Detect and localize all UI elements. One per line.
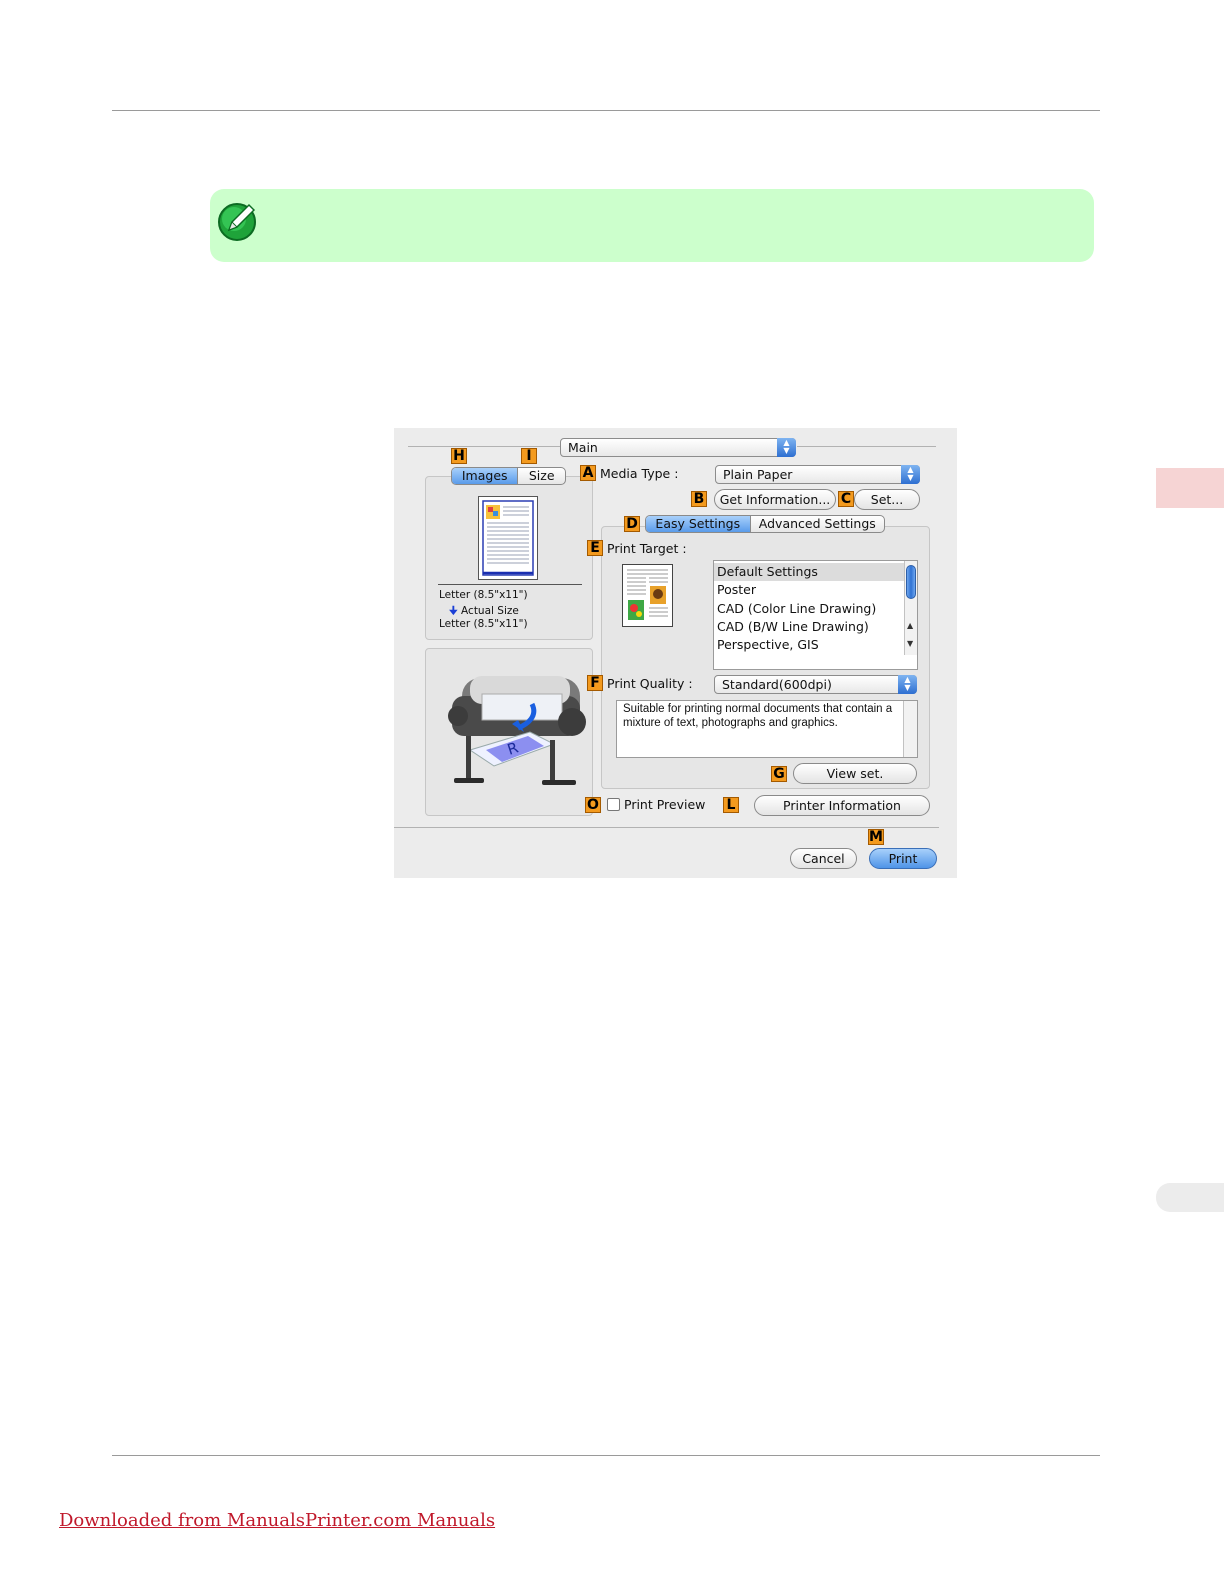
page-thumbnail	[478, 496, 538, 580]
badge-f: F	[587, 675, 603, 691]
print-button[interactable]: Print	[869, 848, 937, 869]
pencil-note-icon	[218, 203, 256, 241]
print-target-item[interactable]: CAD (B/W Line Drawing)	[717, 619, 869, 634]
index-tab	[1156, 1183, 1224, 1212]
badge-l: L	[723, 797, 739, 813]
source-size-label: Letter (8.5"x11")	[439, 589, 528, 601]
down-arrow-icon: 🠋	[449, 605, 458, 617]
view-set-button[interactable]: View set.	[793, 763, 917, 784]
scroll-down-icon[interactable]: ▼	[907, 639, 914, 648]
print-preview-label: Print Preview	[624, 797, 706, 812]
main-popup[interactable]: Main ▲▼	[560, 438, 796, 457]
settings-tabs: Easy Settings Advanced Settings	[645, 515, 885, 533]
media-type-value: Plain Paper	[723, 467, 793, 482]
print-target-item[interactable]: Poster	[717, 582, 756, 597]
badge-d: D	[624, 516, 640, 532]
badge-i: I	[521, 448, 537, 464]
badge-h: H	[451, 448, 467, 464]
chapter-tab	[1156, 468, 1224, 508]
print-quality-description: Suitable for printing normal documents t…	[623, 703, 893, 729]
popup-arrows-icon: ▲▼	[777, 438, 796, 457]
download-source-link[interactable]: Downloaded from ManualsPrinter.com Manua…	[59, 1510, 496, 1531]
print-target-label: Print Target :	[607, 541, 687, 556]
print-quality-popup[interactable]: Standard(600dpi) ▲▼	[714, 675, 917, 694]
scroll-thumb[interactable]	[906, 565, 916, 599]
note-box	[210, 189, 1094, 262]
print-target-item[interactable]: CAD (Color Line Drawing)	[717, 601, 877, 616]
target-size-label: Letter (8.5"x11")	[439, 618, 528, 630]
badge-a: A	[580, 465, 596, 481]
badge-o: O	[585, 797, 601, 813]
badge-g: G	[771, 766, 787, 782]
print-target-preview-icon	[622, 564, 673, 627]
print-quality-label: Print Quality :	[607, 676, 693, 691]
media-type-label: Media Type :	[600, 466, 679, 481]
preview-divider	[438, 584, 582, 585]
description-scrollbar[interactable]	[903, 701, 917, 757]
cancel-button[interactable]: Cancel	[790, 848, 857, 869]
top-divider	[797, 446, 936, 447]
media-type-popup[interactable]: Plain Paper ▲▼	[715, 465, 920, 484]
printer-information-button[interactable]: Printer Information	[754, 795, 930, 816]
footer-rule	[112, 1455, 1100, 1456]
print-quality-value: Standard(600dpi)	[722, 677, 832, 692]
badge-m: M	[868, 829, 884, 845]
header-rule	[112, 110, 1100, 111]
main-popup-value: Main	[568, 440, 598, 455]
print-quality-description-box: Suitable for printing normal documents t…	[616, 700, 918, 758]
printer-illustration-icon: R	[448, 676, 586, 785]
print-preview-checkbox[interactable]	[607, 798, 620, 811]
badge-e: E	[587, 540, 603, 556]
tab-advanced-settings[interactable]: Advanced Settings	[749, 516, 884, 532]
document-preview-icon	[482, 500, 534, 576]
tab-easy-settings[interactable]: Easy Settings	[646, 516, 750, 532]
print-target-list[interactable]: Default Settings Poster CAD (Color Line …	[713, 560, 918, 670]
scroll-up-icon[interactable]: ▲	[907, 621, 914, 630]
print-target-scrollbar[interactable]: ▲ ▼	[904, 561, 917, 655]
bottom-divider	[394, 827, 939, 828]
popup-arrows-icon: ▲▼	[898, 675, 917, 694]
tab-size[interactable]: Size	[517, 468, 565, 484]
images-size-tabs: Images Size	[451, 467, 566, 485]
top-divider	[408, 446, 560, 447]
print-target-item[interactable]: Perspective, GIS	[717, 637, 819, 652]
print-dialog: Main ▲▼ H I Images Size Letter (8.5"x11"…	[394, 428, 957, 878]
badge-b: B	[691, 491, 707, 507]
tab-images[interactable]: Images	[452, 468, 518, 484]
set-button[interactable]: Set...	[854, 489, 920, 510]
scale-label-row: 🠋 Actual Size	[449, 603, 519, 621]
print-target-item-selected[interactable]: Default Settings	[714, 563, 904, 581]
scale-label: Actual Size	[461, 605, 519, 617]
get-information-button[interactable]: Get Information...	[714, 489, 836, 510]
popup-arrows-icon: ▲▼	[901, 465, 920, 484]
badge-c: C	[838, 491, 854, 507]
